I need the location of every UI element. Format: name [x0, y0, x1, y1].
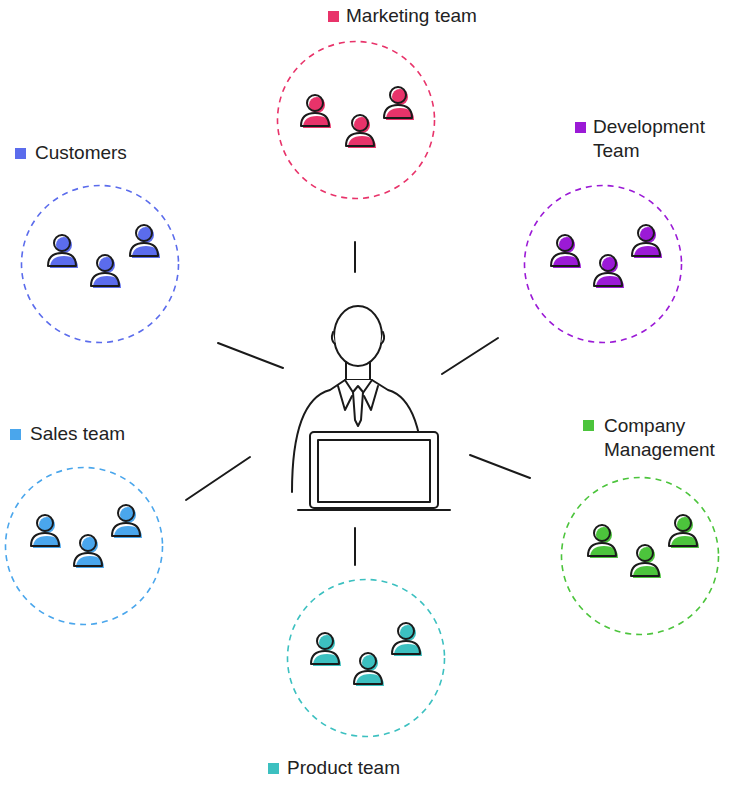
customer-people	[48, 225, 160, 288]
dashed-circle	[276, 40, 436, 200]
color-marker	[575, 122, 586, 133]
color-marker	[268, 763, 279, 774]
color-marker	[15, 148, 26, 159]
management-people	[588, 515, 699, 578]
group-circle: Customers	[20, 184, 180, 344]
sales-people	[31, 505, 142, 568]
dashed-circle	[523, 184, 683, 344]
dashed-circle	[20, 184, 180, 344]
color-marker	[328, 11, 339, 22]
spoke-lines	[186, 242, 530, 565]
group-circle: Development Team	[523, 184, 683, 344]
product-people	[311, 623, 422, 686]
group-label: Sales team	[30, 422, 230, 446]
development-people	[551, 225, 662, 288]
central-person	[292, 306, 450, 510]
group-label: Product team	[287, 756, 507, 780]
group-circle: Marketing team	[276, 40, 436, 200]
group-label: Marketing team	[346, 4, 566, 28]
dashed-circle	[286, 578, 446, 738]
group-circle: Company Management	[560, 476, 720, 636]
group-label: Development Team	[593, 115, 733, 163]
group-circle: Product team	[286, 578, 446, 738]
group-label: Customers	[35, 141, 235, 165]
color-marker	[10, 429, 21, 440]
color-marker	[583, 420, 594, 431]
marketing-people	[301, 87, 414, 148]
group-circle: Sales team	[4, 466, 164, 626]
group-label: Company Management	[604, 414, 744, 462]
dashed-circle	[4, 466, 164, 626]
dashed-circle	[560, 476, 720, 636]
